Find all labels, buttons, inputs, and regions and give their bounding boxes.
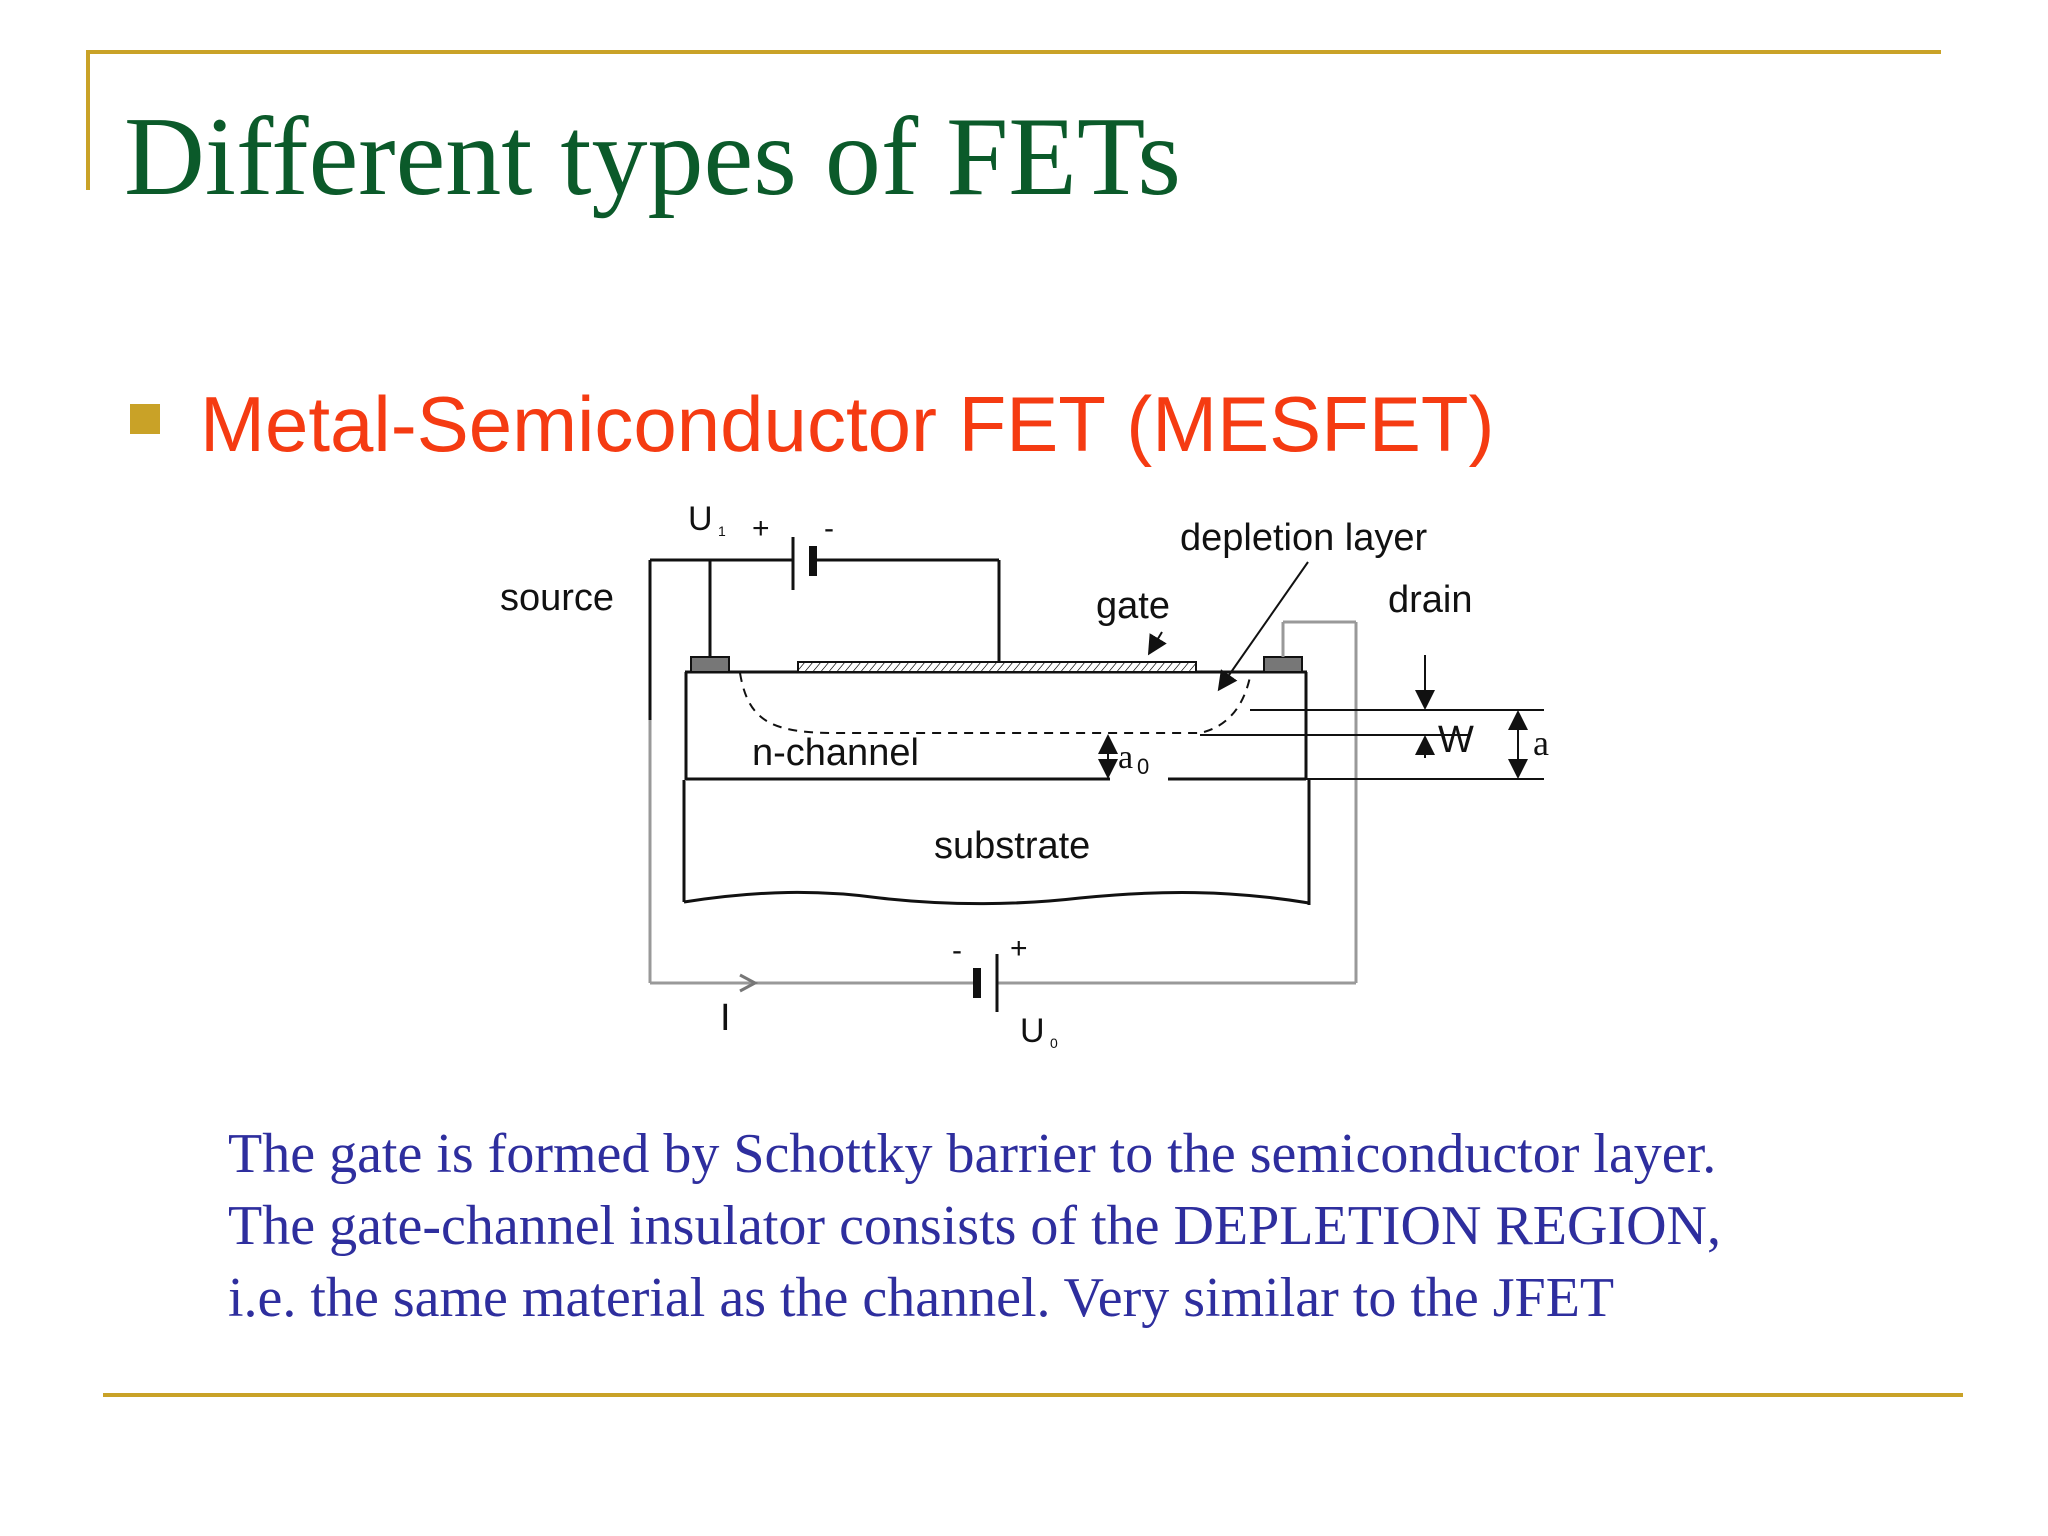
a0-subscript: 0 [1137, 754, 1149, 779]
bullet-text: Metal-Semiconductor FET (MESFET) [200, 380, 1495, 468]
u1-label: U [688, 500, 713, 538]
source-label: source [500, 577, 614, 619]
a0-label: a [1118, 739, 1133, 776]
u0-subscript: 0 [1050, 1035, 1058, 1051]
depletion-layer-label: depletion layer [1180, 517, 1428, 559]
gate-circuit [648, 537, 1001, 720]
u0-label: U [1020, 1012, 1045, 1050]
caption-text: The gate is formed by Schottky barrier t… [228, 1118, 1928, 1334]
drain-contact [1263, 656, 1303, 673]
substrate-label: substrate [934, 825, 1090, 867]
drain-battery [973, 954, 999, 1012]
drain-label: drain [1388, 579, 1473, 621]
contacts [690, 656, 1303, 673]
depletion-boundary [739, 671, 1252, 734]
drain-battery-minus: - [952, 934, 962, 967]
left-frame-rule [86, 50, 90, 190]
caption-line: The gate is formed by Schottky barrier t… [228, 1123, 1717, 1185]
gate-battery-plus: + [752, 512, 770, 545]
top-frame-rule [86, 50, 1941, 54]
device-body [682, 670, 1311, 906]
bottom-frame-rule [103, 1393, 1963, 1397]
pointer-lines [1147, 561, 1309, 692]
diagram-labels: U 1 + - source gate depletion layer drai… [500, 500, 1549, 1051]
n-channel-label: n-channel [752, 732, 919, 774]
drain-battery-plus: + [1010, 932, 1028, 965]
source-contact [690, 656, 730, 673]
slide-title: Different types of FETs [124, 95, 1181, 219]
gate-label: gate [1096, 585, 1170, 627]
gate-battery-minus: - [824, 512, 834, 545]
current-label: I [720, 997, 731, 1039]
caption-line: The gate-channel insulator consists of t… [228, 1195, 1721, 1257]
w-label: W [1438, 719, 1474, 761]
drain-circuit [648, 620, 1358, 993]
gate-electrode [797, 661, 1197, 673]
u1-subscript: 1 [718, 523, 726, 539]
square-bullet-icon [130, 404, 160, 434]
caption-line: i.e. the same material as the channel. V… [228, 1267, 1615, 1329]
dimension-lines [1098, 655, 1544, 780]
a-label: a [1533, 723, 1549, 763]
